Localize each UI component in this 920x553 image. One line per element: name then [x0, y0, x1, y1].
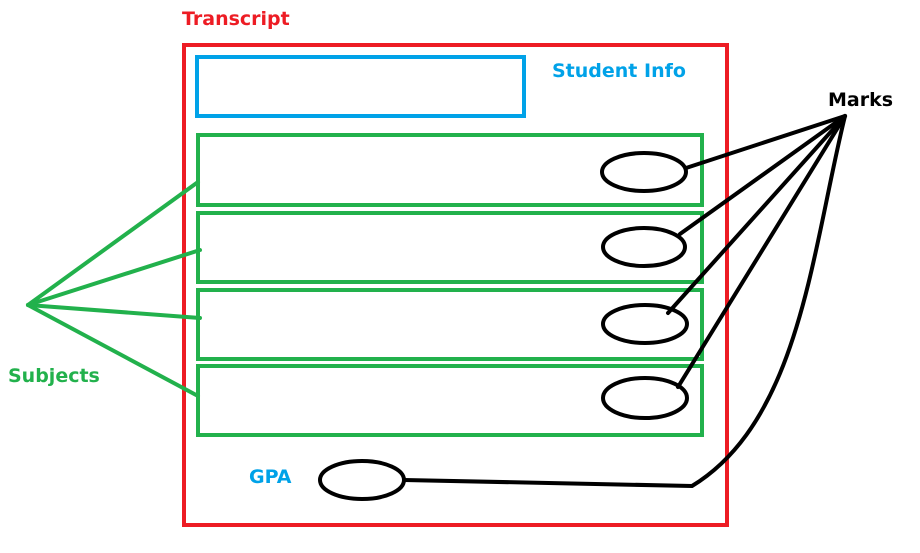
subject-rows — [196, 133, 704, 437]
mark-ellipse-3 — [601, 303, 689, 345]
subject-box-2 — [196, 211, 704, 284]
transcript-box — [182, 43, 729, 527]
student-info-label: Student Info — [552, 60, 686, 82]
mark-ellipses — [600, 151, 689, 420]
subject-box-1 — [196, 133, 704, 207]
mark-ellipse-1 — [600, 151, 688, 193]
marks-line-3 — [666, 114, 847, 315]
marks-connectors — [402, 114, 847, 489]
gpa-label: GPA — [249, 466, 292, 488]
marks-line-2 — [678, 114, 847, 236]
gpa-ellipse — [318, 459, 406, 501]
subjects-line-4 — [26, 303, 200, 398]
transcript-title: Transcript — [182, 8, 290, 30]
subjects-connectors — [26, 180, 202, 398]
marks-line-1 — [684, 114, 847, 170]
marks-line-gpa — [402, 114, 847, 489]
marks-label: Marks — [828, 89, 894, 111]
mark-ellipse-2 — [601, 226, 687, 268]
subject-box-4 — [196, 364, 704, 437]
marks-line-4 — [676, 114, 847, 389]
subject-box-3 — [196, 288, 704, 361]
subjects-label: Subjects — [8, 365, 100, 387]
mark-ellipse-4 — [601, 376, 689, 420]
subjects-line-3 — [26, 303, 202, 320]
student-info-box — [195, 55, 526, 118]
subjects-line-2 — [26, 248, 202, 307]
subjects-line-1 — [26, 180, 200, 307]
